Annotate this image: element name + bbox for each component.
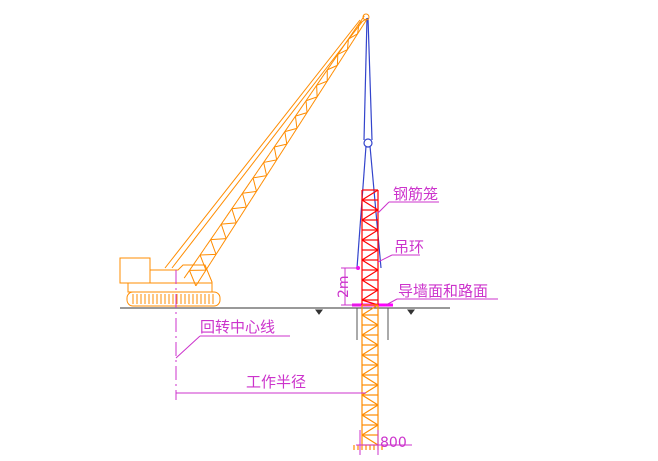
- label-working-radius: 工作半径: [246, 373, 306, 391]
- rebar-cage-lower: [353, 304, 383, 450]
- label-slewing-centerline: 回转中心线: [200, 318, 275, 336]
- boom-tip: [362, 13, 370, 21]
- label-rebar-cage: 钢筋笼: [393, 185, 438, 203]
- ground-marker-left: [315, 309, 323, 315]
- rebar-cage-upper: [361, 189, 379, 306]
- annotation-leaders: [175, 201, 498, 455]
- label-width-800: 800: [380, 435, 407, 451]
- label-lifting-ring: 吊环: [394, 238, 424, 256]
- ground-marker-right: [407, 309, 415, 315]
- crane-tracks: [126, 291, 221, 307]
- ground: [120, 307, 450, 340]
- crane-body: [119, 257, 213, 293]
- crane-counterweight: [119, 257, 151, 284]
- label-guide-wall-road-surface: 导墙面和路面: [398, 282, 488, 300]
- boom-pendant-lines: [164, 19, 363, 269]
- label-height-2m: 2m: [336, 275, 352, 298]
- crane-cab: [127, 264, 213, 293]
- crane-boom: [183, 15, 369, 287]
